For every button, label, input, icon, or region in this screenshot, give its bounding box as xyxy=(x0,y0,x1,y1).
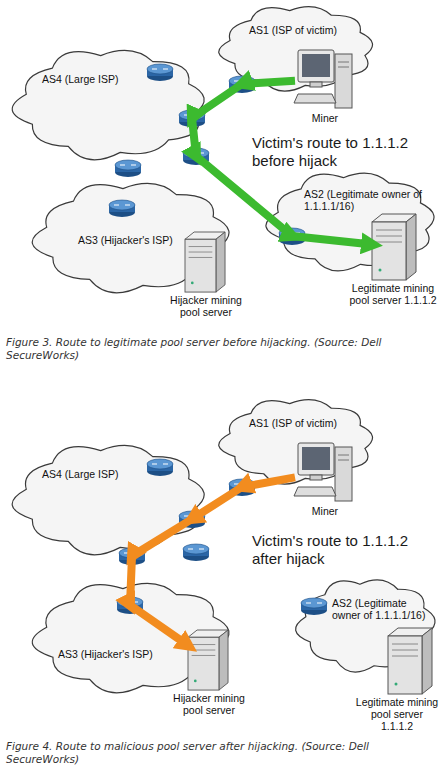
miner-icon xyxy=(294,50,352,108)
cloud-outline xyxy=(292,575,442,675)
router-icon xyxy=(119,548,145,565)
router-icon xyxy=(229,76,255,93)
icon-group xyxy=(185,50,432,694)
cloud-shape xyxy=(32,583,229,692)
router-icon xyxy=(109,200,135,217)
cloud-shape xyxy=(12,445,204,554)
cloud-outline xyxy=(215,395,380,487)
server-icon xyxy=(388,628,432,694)
as-cloud: AS3 (Hijacker's ISP)Hijacker mining pool… xyxy=(28,178,238,296)
cloud-shape xyxy=(266,173,434,271)
cloud-outline xyxy=(262,168,442,274)
router-icon xyxy=(147,459,173,476)
pool-server: Legitimate mining pool server 1.1.1.2 xyxy=(372,214,418,280)
cloud-outline xyxy=(8,45,213,163)
cloud-outline xyxy=(28,578,238,696)
cloud-label: AS2 (Legitimate owner of 1.1.1.1/16) xyxy=(332,597,432,621)
miner-icon xyxy=(294,443,352,501)
cloud-shape xyxy=(12,50,204,159)
server-icon xyxy=(188,630,228,690)
cloud-label: AS3 (Hijacker's ISP) xyxy=(78,234,188,246)
cloud-label: AS2 (Legitimate owner of 1.1.1.1/16) xyxy=(304,188,428,212)
route-arrow xyxy=(130,477,295,645)
cloud-shape xyxy=(296,580,435,672)
cloud-label: AS1 (ISP of victim) xyxy=(249,417,369,429)
figure-caption: Figure 3. Route to legitimate pool serve… xyxy=(6,336,436,362)
server-icon xyxy=(372,214,416,280)
cloud-label: AS3 (Hijacker's ISP) xyxy=(58,648,168,660)
as-cloud: AS2 (Legitimate owner of 1.1.1.1/16)Legi… xyxy=(262,168,442,274)
cloud-label: AS4 (Large ISP) xyxy=(42,73,162,85)
as-cloud: AS2 (Legitimate owner of 1.1.1.1/16)Legi… xyxy=(292,575,442,675)
router-icon xyxy=(301,598,327,615)
pool-server: Hijacker mining pool server xyxy=(188,630,230,690)
cloud-outline xyxy=(215,2,380,94)
node-label: Hijacker mining pool server xyxy=(161,294,251,318)
as-cloud: AS1 (ISP of victim)Miner xyxy=(215,395,380,487)
cloud-outline xyxy=(8,440,213,558)
route-arrow xyxy=(192,81,372,245)
router-group xyxy=(109,64,327,615)
router-icon xyxy=(117,597,143,614)
miner-computer: Miner xyxy=(295,48,355,110)
pool-server: Hijacker mining pool server xyxy=(185,232,227,292)
pool-server: Legitimate mining pool server 1.1.1.2 xyxy=(388,628,434,694)
as-cloud: AS4 (Large ISP) xyxy=(8,440,213,558)
cloud-shape xyxy=(219,400,373,484)
router-icon xyxy=(183,148,209,165)
route-note: Victim's route to 1.1.1.2 before hijack xyxy=(252,134,432,170)
cloud-shape xyxy=(32,183,229,292)
router-icon xyxy=(147,64,173,81)
node-label: Legitimate mining pool server 1.1.1.2 xyxy=(354,696,440,732)
node-label: Hijacker mining pool server xyxy=(164,692,254,716)
route-note: Victim's route to 1.1.1.2 after hijack xyxy=(252,532,432,568)
route-layer xyxy=(130,81,372,646)
miner-computer: Miner xyxy=(295,441,355,503)
node-label: Legitimate mining pool server 1.1.1.2 xyxy=(348,282,438,306)
cloud-shape xyxy=(219,7,373,91)
as-cloud: AS3 (Hijacker's ISP) Hijacker mining pool… xyxy=(28,578,238,696)
cloud-label: AS4 (Large ISP) xyxy=(42,468,162,480)
router-icon xyxy=(179,110,205,127)
router-icon xyxy=(115,160,141,177)
figure-caption: Figure 4. Route to malicious pool server… xyxy=(6,740,436,766)
as-cloud: AS1 (ISP of victim)Miner xyxy=(215,2,380,94)
router-icon xyxy=(279,228,305,245)
node-label: Miner xyxy=(285,505,365,517)
router-icon xyxy=(229,479,255,496)
router-icon xyxy=(183,544,209,561)
router-icon xyxy=(179,511,205,528)
node-label: Miner xyxy=(285,112,365,124)
cloud-label: AS1 (ISP of victim) xyxy=(249,24,369,36)
as-cloud: AS4 (Large ISP) xyxy=(8,45,213,163)
server-icon xyxy=(185,232,225,292)
